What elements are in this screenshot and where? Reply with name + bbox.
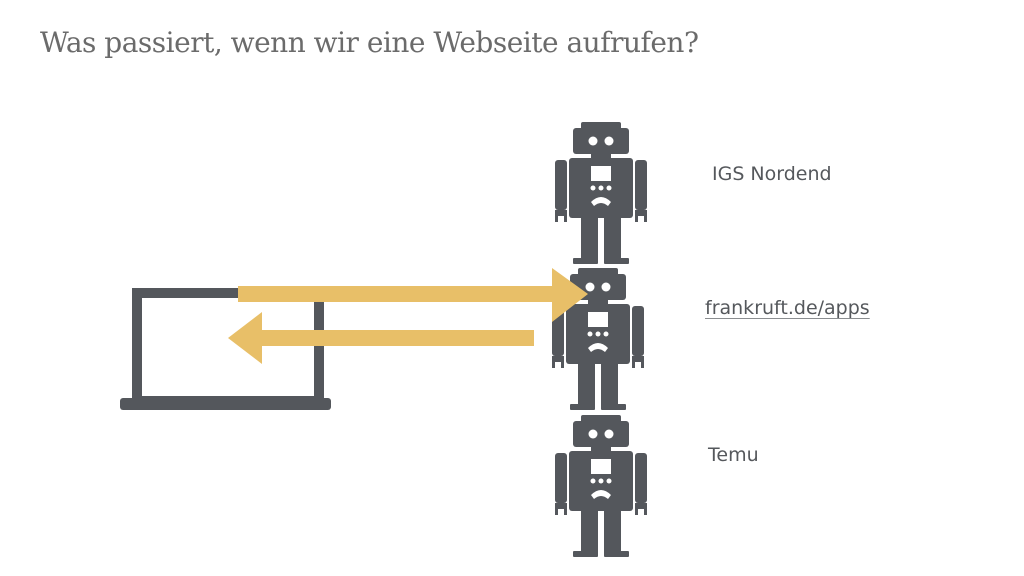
response-arrow [228, 312, 534, 364]
server-label-igs-nordend: IGS Nordend [712, 163, 832, 185]
server-label-temu: Temu [708, 444, 759, 466]
robot-icon [555, 122, 647, 264]
robot-icon [555, 415, 647, 557]
slide-title: Was passiert, wenn wir eine Webseite auf… [40, 26, 699, 59]
laptop-icon [120, 288, 331, 410]
request-arrow [238, 268, 588, 322]
server-link-frankruft[interactable]: frankruft.de/apps [705, 297, 870, 319]
